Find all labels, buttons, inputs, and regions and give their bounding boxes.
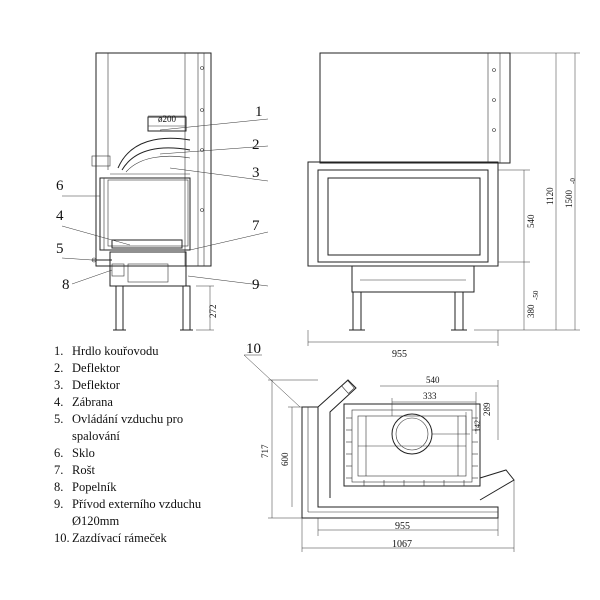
- legend-label: Ø120mm: [72, 514, 120, 528]
- callout-6: 6: [56, 178, 64, 194]
- dim-plan-width-540: 540: [426, 375, 440, 385]
- plan-right-wall: [479, 469, 515, 501]
- side-chimney-casing: [95, 52, 212, 267]
- legend-item: 2. Deflektor: [54, 360, 201, 377]
- front-door-frame: [317, 169, 489, 263]
- dim-plan-width-1067: 1067: [392, 539, 412, 550]
- dim-front-glass-height: 540: [526, 214, 536, 228]
- dim-front-base-height: 380: [526, 304, 536, 318]
- legend-number: 1.: [54, 344, 64, 358]
- legend-number: 3.: [54, 378, 64, 392]
- side-view: ø200 272 1 2 3 6 4 7 5 8 9 10: [56, 52, 301, 408]
- legend-label: Popelník: [72, 480, 117, 494]
- legend-number: 8.: [54, 480, 64, 494]
- callout-2: 2: [252, 137, 260, 153]
- legend-item: 6. Sklo: [54, 445, 201, 462]
- plan-left-wall: [317, 379, 357, 498]
- legend-label: Deflektor: [72, 378, 120, 392]
- front-leg-right: [454, 291, 464, 331]
- dim-front-total-height: 1500: [564, 190, 574, 209]
- legend-item: 1. Hrdlo kouřovodu: [54, 343, 201, 360]
- deflector-upper: [117, 137, 191, 169]
- legend-number: 2.: [54, 361, 64, 375]
- legend-label: spalování: [72, 429, 120, 443]
- front-chimney: [319, 52, 511, 164]
- callout-10: 10: [246, 341, 261, 357]
- side-leg-front: [115, 285, 124, 331]
- flue-collar: [147, 116, 187, 132]
- legend-label: Rošt: [72, 463, 95, 477]
- callout-7: 7: [252, 218, 260, 234]
- legend-label: Zazdívací rámeček: [72, 531, 167, 545]
- dim-plan-depth-289: 289: [482, 402, 492, 416]
- legend-label: Hrdlo kouřovodu: [72, 344, 159, 358]
- legend-item-continued: Ø120mm: [54, 513, 201, 530]
- legend-label: Sklo: [72, 446, 95, 460]
- front-base: [351, 265, 475, 293]
- legend-item: 4. Zábrana: [54, 394, 201, 411]
- legend-number: 4.: [54, 395, 64, 409]
- legend-number: 9.: [54, 497, 64, 511]
- legend-label: Zábrana: [72, 395, 113, 409]
- dim-flue-diameter: ø200: [158, 114, 177, 124]
- legend-number: [54, 428, 72, 445]
- callout-5: 5: [56, 241, 64, 257]
- plan-firebox: [343, 403, 481, 487]
- legend-label: Ovládání vzduchu pro: [72, 412, 184, 426]
- callout-8: 8: [62, 277, 70, 293]
- legend-number: [54, 513, 72, 530]
- side-grate: [111, 239, 183, 249]
- plan-flue-circle: [391, 413, 433, 455]
- legend-number: 5.: [54, 412, 64, 426]
- dim-plan-depth-717: 717: [260, 444, 270, 458]
- dim-front-total-tol: -0: [569, 178, 577, 184]
- plan-view: 540 333 289 142 717 600 955 1067: [260, 375, 515, 552]
- dim-front-body-height: 1120: [545, 187, 555, 205]
- dim-plan-depth-142: 142: [473, 420, 482, 432]
- legend-number: 6.: [54, 446, 64, 460]
- dim-front-base-tol: -50: [532, 290, 540, 300]
- legend-label: Deflektor: [72, 361, 120, 375]
- callout-3: 3: [252, 165, 260, 181]
- front-view: 955 540 380 -50 1120 1500 -0: [307, 52, 580, 360]
- legend-item: 5. Ovládání vzduchu pro: [54, 411, 201, 428]
- dim-plan-width-333: 333: [423, 391, 437, 401]
- parts-legend: 1. Hrdlo kouřovodu 2. Deflektor 3. Deflekto…: [54, 343, 201, 547]
- front-leg-left: [352, 291, 362, 331]
- callout-1: 1: [255, 104, 263, 120]
- dim-plan-depth-600: 600: [280, 452, 290, 466]
- side-ashpan-box: [109, 251, 187, 287]
- legend-item: 3. Deflektor: [54, 377, 201, 394]
- callout-4: 4: [56, 208, 64, 224]
- legend-label: Přívod externího vzduchu: [72, 497, 202, 511]
- legend-item: 8. Popelník: [54, 479, 201, 496]
- legend-item: 9. Přívod externího vzduchu: [54, 496, 201, 513]
- side-leg-rear: [182, 285, 191, 331]
- legend-item-continued: spalování: [54, 428, 201, 445]
- front-glass: [327, 177, 481, 256]
- callout-9: 9: [252, 277, 260, 293]
- legend-number: 7.: [54, 463, 64, 477]
- deflector-upper-inner: [121, 147, 191, 171]
- dim-side-leg-height: 272: [208, 305, 218, 319]
- legend-item: 10.Zazdívací rámeček: [54, 530, 201, 547]
- legend-number: 10.: [54, 531, 70, 545]
- dim-front-width: 955: [392, 349, 407, 360]
- legend-item: 7. Rošt: [54, 462, 201, 479]
- dim-plan-width-955: 955: [395, 521, 410, 532]
- side-firebox: [99, 177, 191, 251]
